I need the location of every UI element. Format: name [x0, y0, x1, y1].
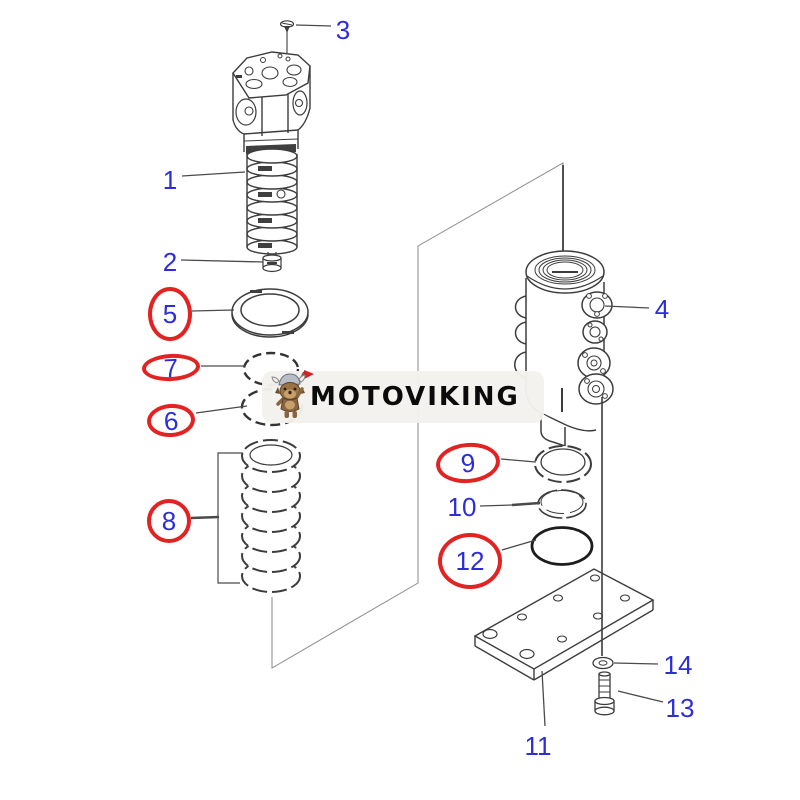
- o-ring-10-part: [537, 489, 587, 519]
- callout-13: 13: [665, 693, 695, 723]
- callout-11: 11: [524, 731, 552, 761]
- o-ring-12-part: [530, 526, 594, 566]
- viking-dog-mascot-icon: [271, 370, 314, 418]
- callout-5: 5: [162, 299, 178, 329]
- mounting-plate-part: [473, 568, 655, 681]
- top-screw-part: [279, 20, 295, 64]
- brand-watermark: MOTOVIKING: [262, 370, 544, 423]
- callout-8: 8: [161, 506, 177, 536]
- callout-6: 6: [162, 405, 180, 436]
- callout-14: 14: [663, 650, 693, 680]
- callout-3: 3: [335, 15, 351, 45]
- seal-ring-stack-part: [241, 439, 301, 593]
- callout-4: 4: [654, 294, 670, 324]
- seal-ring-5-part: [231, 288, 309, 338]
- highlight-circle-8: 8: [147, 499, 191, 543]
- washer-part: [592, 656, 614, 670]
- spool-end-screw-part: [262, 252, 282, 273]
- callout-2: 2: [162, 247, 178, 277]
- valve-body-part: [514, 250, 614, 448]
- brand-name: MOTOVIKING: [310, 382, 520, 412]
- bolt-part: [594, 671, 615, 716]
- spool-assembly-part: [232, 51, 311, 255]
- highlight-circle-5: 5: [148, 287, 192, 341]
- callout-12: 12: [455, 546, 485, 576]
- highlight-circle-12: 12: [438, 533, 502, 589]
- slipper-seal-9-part: [534, 445, 592, 483]
- callout-9: 9: [459, 447, 477, 479]
- callout-7: 7: [162, 352, 180, 383]
- leader-lines: [180, 24, 664, 727]
- callout-10: 10: [447, 492, 477, 522]
- callout-1: 1: [162, 165, 178, 195]
